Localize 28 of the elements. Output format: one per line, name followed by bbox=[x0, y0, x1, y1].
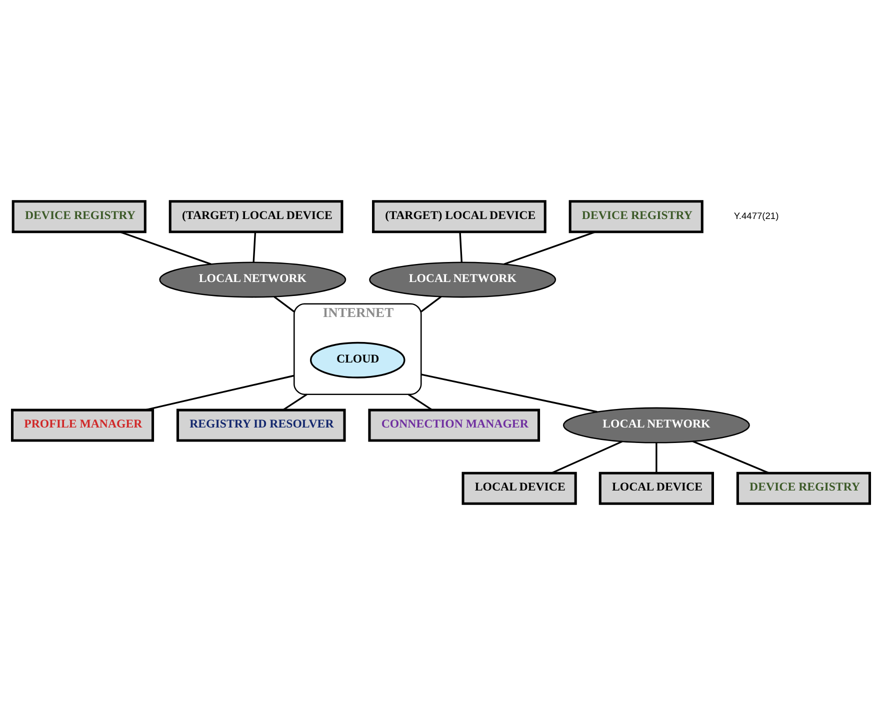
node-ellipse: LOCAL NETWORK bbox=[562, 406, 750, 443]
connector bbox=[420, 373, 598, 412]
connector bbox=[252, 231, 256, 262]
node-box: DEVICE REGISTRY bbox=[568, 200, 704, 233]
node-box: (TARGET) LOCAL DEVICE bbox=[372, 200, 546, 233]
connector bbox=[120, 230, 212, 264]
connector bbox=[408, 393, 433, 410]
connector bbox=[504, 230, 596, 264]
connector bbox=[274, 295, 295, 312]
node-ellipse: LOCAL NETWORK bbox=[159, 261, 346, 298]
node-box: CONNECTION MANAGER bbox=[368, 408, 540, 442]
connector bbox=[144, 374, 294, 410]
node-box: LOCAL DEVICE bbox=[598, 471, 714, 504]
node-box: PROFILE MANAGER bbox=[10, 408, 154, 442]
node-box: (TARGET) LOCAL DEVICE bbox=[168, 200, 344, 233]
node-box: DEVICE REGISTRY bbox=[12, 200, 146, 233]
node-box: LOCAL DEVICE bbox=[462, 471, 577, 504]
node-box: DEVICE REGISTRY bbox=[736, 471, 872, 504]
node-ellipse: LOCAL NETWORK bbox=[369, 261, 556, 298]
connector bbox=[656, 442, 658, 472]
node-ellipse: CLOUD bbox=[310, 341, 406, 378]
node-box: REGISTRY ID RESOLVER bbox=[176, 408, 346, 442]
label: Y.4477(21) bbox=[734, 210, 779, 220]
connector bbox=[459, 231, 463, 262]
connector bbox=[692, 440, 770, 474]
connector bbox=[282, 393, 308, 410]
connector bbox=[420, 295, 442, 312]
connector bbox=[551, 440, 623, 474]
